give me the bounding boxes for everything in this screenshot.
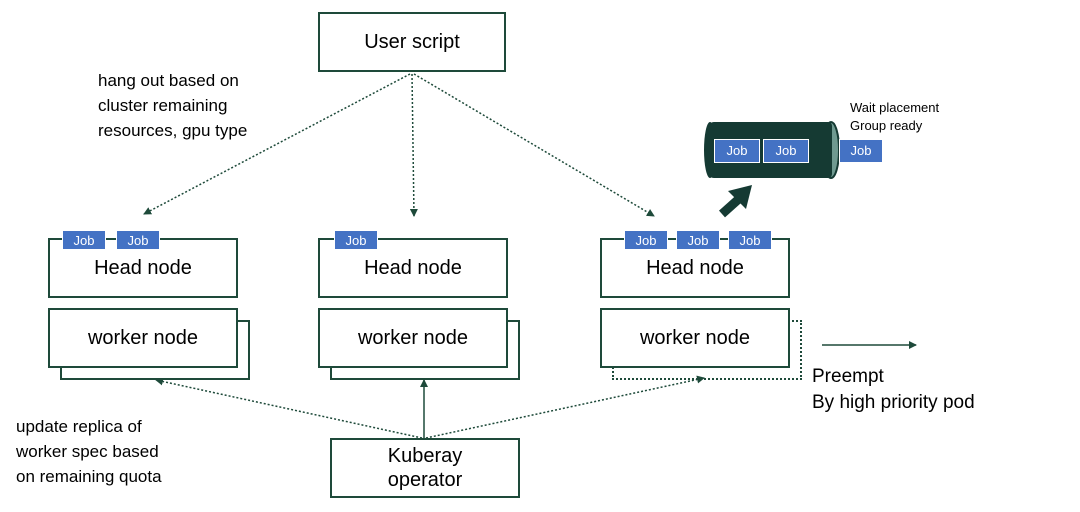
job-chip: Job — [334, 230, 378, 250]
worker-node-box: worker node — [600, 308, 790, 368]
head-node-label: Head node — [646, 257, 744, 279]
user-script-label: User script — [364, 31, 460, 53]
scheduling-note-line: hang out based on — [98, 71, 239, 90]
placement-note-line: Group ready — [850, 118, 923, 133]
replica-note: update replica of worker spec based on r… — [16, 414, 162, 489]
queued-job: Job — [763, 139, 809, 163]
head-node-label: Head node — [364, 257, 462, 279]
pending-job: Job — [839, 139, 883, 163]
worker-node-box: worker node — [318, 308, 508, 368]
placement-arrow-icon — [718, 185, 752, 218]
replica-note-line: update replica of — [16, 417, 142, 436]
job-chip: Job — [116, 230, 160, 250]
arrow-script-to-head-3 — [413, 73, 655, 217]
arrow-operator-to-worker-3 — [425, 375, 705, 439]
worker-node-label: worker node — [357, 327, 469, 349]
placement-note: Wait placement Group ready — [850, 99, 939, 135]
arrow-operator-to-worker-1 — [155, 377, 423, 439]
worker-node-box: worker node — [48, 308, 238, 368]
preempt-note-line: Preempt — [812, 366, 884, 387]
worker-node-label: worker node — [639, 327, 751, 349]
job-chip: Job — [728, 230, 772, 250]
preempt-note: Preempt By high priority pod — [812, 364, 975, 416]
job-chip: Job — [624, 230, 668, 250]
replica-note-line: on remaining quota — [16, 467, 162, 486]
queued-job: Job — [714, 139, 760, 163]
worker-node-label: worker node — [87, 327, 199, 349]
arrow-script-to-head-2 — [409, 73, 418, 217]
operator-label-line: Kuberay — [387, 445, 463, 467]
operator-label-line: operator — [387, 469, 463, 491]
scheduling-note-line: resources, gpu type — [98, 121, 248, 140]
placement-note-line: Wait placement — [850, 100, 940, 115]
user-script-box: User script — [318, 12, 506, 72]
job-chip: Job — [676, 230, 720, 250]
scheduling-note: hang out based on cluster remaining reso… — [98, 68, 247, 143]
scheduling-note-line: cluster remaining — [98, 96, 228, 115]
head-node-label: Head node — [94, 257, 192, 279]
kuberay-operator-box: Kuberay operator — [330, 438, 520, 498]
job-chip: Job — [62, 230, 106, 250]
replica-note-line: worker spec based — [16, 442, 159, 461]
preempt-note-line: By high priority pod — [812, 392, 975, 413]
